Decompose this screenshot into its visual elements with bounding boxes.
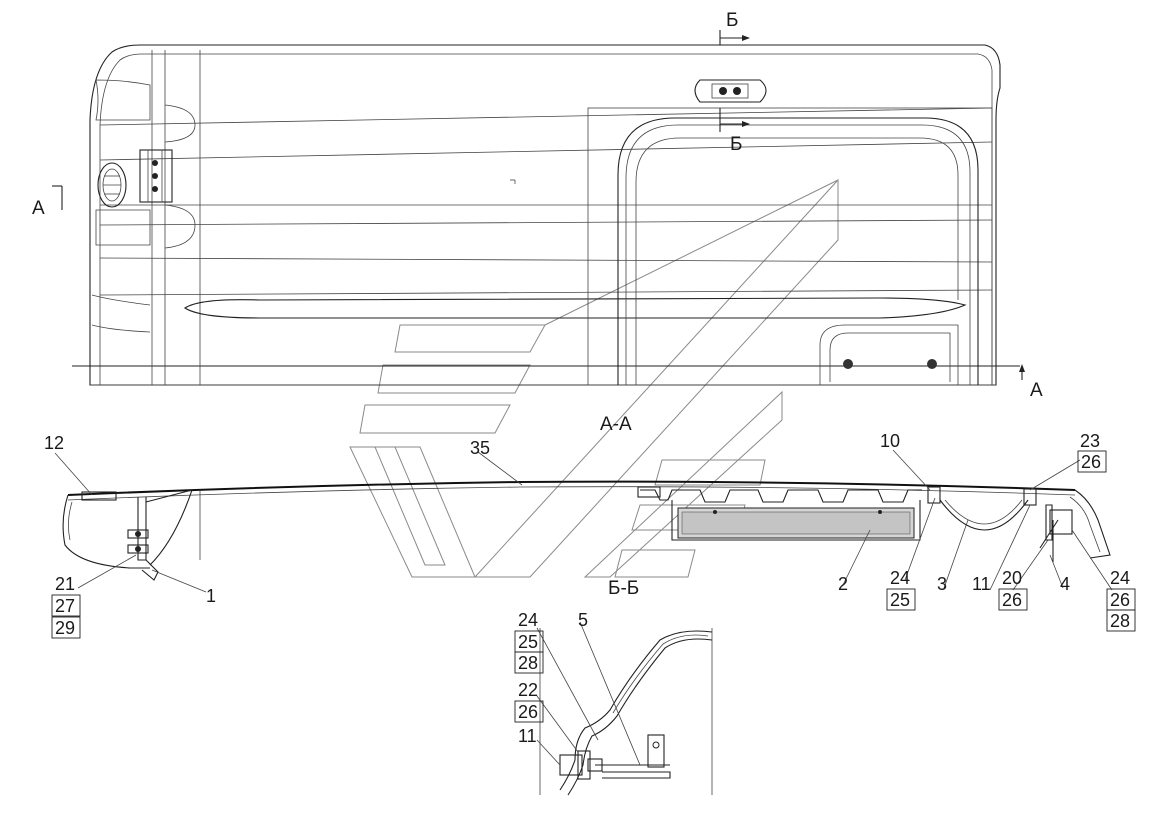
section-marks: Б Б A A A-A Б-Б bbox=[32, 10, 1043, 599]
section-title-aa: A-A bbox=[600, 414, 632, 435]
callout-26-top: 26 bbox=[1081, 452, 1101, 472]
callout-1: 1 bbox=[206, 586, 216, 606]
callout-26-c: 26 bbox=[1110, 590, 1130, 610]
section-mark-b-top: Б bbox=[726, 10, 738, 31]
callout-5: 5 bbox=[578, 610, 588, 630]
callout-2: 2 bbox=[838, 574, 848, 594]
leader-lines bbox=[54, 449, 1113, 766]
callout-26-b: 26 bbox=[1002, 590, 1022, 610]
callout-24-a: 24 bbox=[890, 568, 910, 588]
callout-24-c: 24 bbox=[518, 610, 538, 630]
callout-21: 21 bbox=[55, 574, 75, 594]
roof-top-view bbox=[52, 30, 1025, 386]
callout-25-a: 25 bbox=[890, 590, 910, 610]
callouts: 12 35 10 23 26 21 27 29 1 2 24 25 3 11 2… bbox=[44, 431, 1136, 746]
view-mark-a-left: A bbox=[32, 198, 45, 219]
watermark-logo bbox=[349, 178, 839, 578]
callout-3: 3 bbox=[937, 574, 947, 594]
callout-29: 29 bbox=[55, 618, 75, 638]
callout-28-a: 28 bbox=[1110, 611, 1130, 631]
callout-11-a: 11 bbox=[972, 574, 991, 594]
section-title-bb: Б-Б bbox=[608, 578, 639, 599]
callout-22: 22 bbox=[518, 680, 538, 700]
callout-27: 27 bbox=[55, 596, 75, 616]
section-aa-view bbox=[62, 480, 1111, 581]
callout-11-b: 11 bbox=[518, 726, 537, 746]
callout-23: 23 bbox=[1080, 431, 1100, 451]
callout-35: 35 bbox=[470, 438, 490, 458]
callout-4: 4 bbox=[1060, 574, 1070, 594]
callout-20: 20 bbox=[1002, 568, 1022, 588]
callout-24-b: 24 bbox=[1110, 568, 1130, 588]
view-mark-a-right: A bbox=[1030, 380, 1043, 401]
callout-28-b: 28 bbox=[518, 653, 538, 673]
callout-10: 10 bbox=[880, 431, 900, 451]
callout-12: 12 bbox=[44, 433, 64, 453]
section-bb-view bbox=[539, 628, 713, 796]
callout-26-d: 26 bbox=[518, 702, 538, 722]
section-mark-b-lower: Б bbox=[730, 134, 742, 155]
callout-25-b: 25 bbox=[518, 632, 538, 652]
